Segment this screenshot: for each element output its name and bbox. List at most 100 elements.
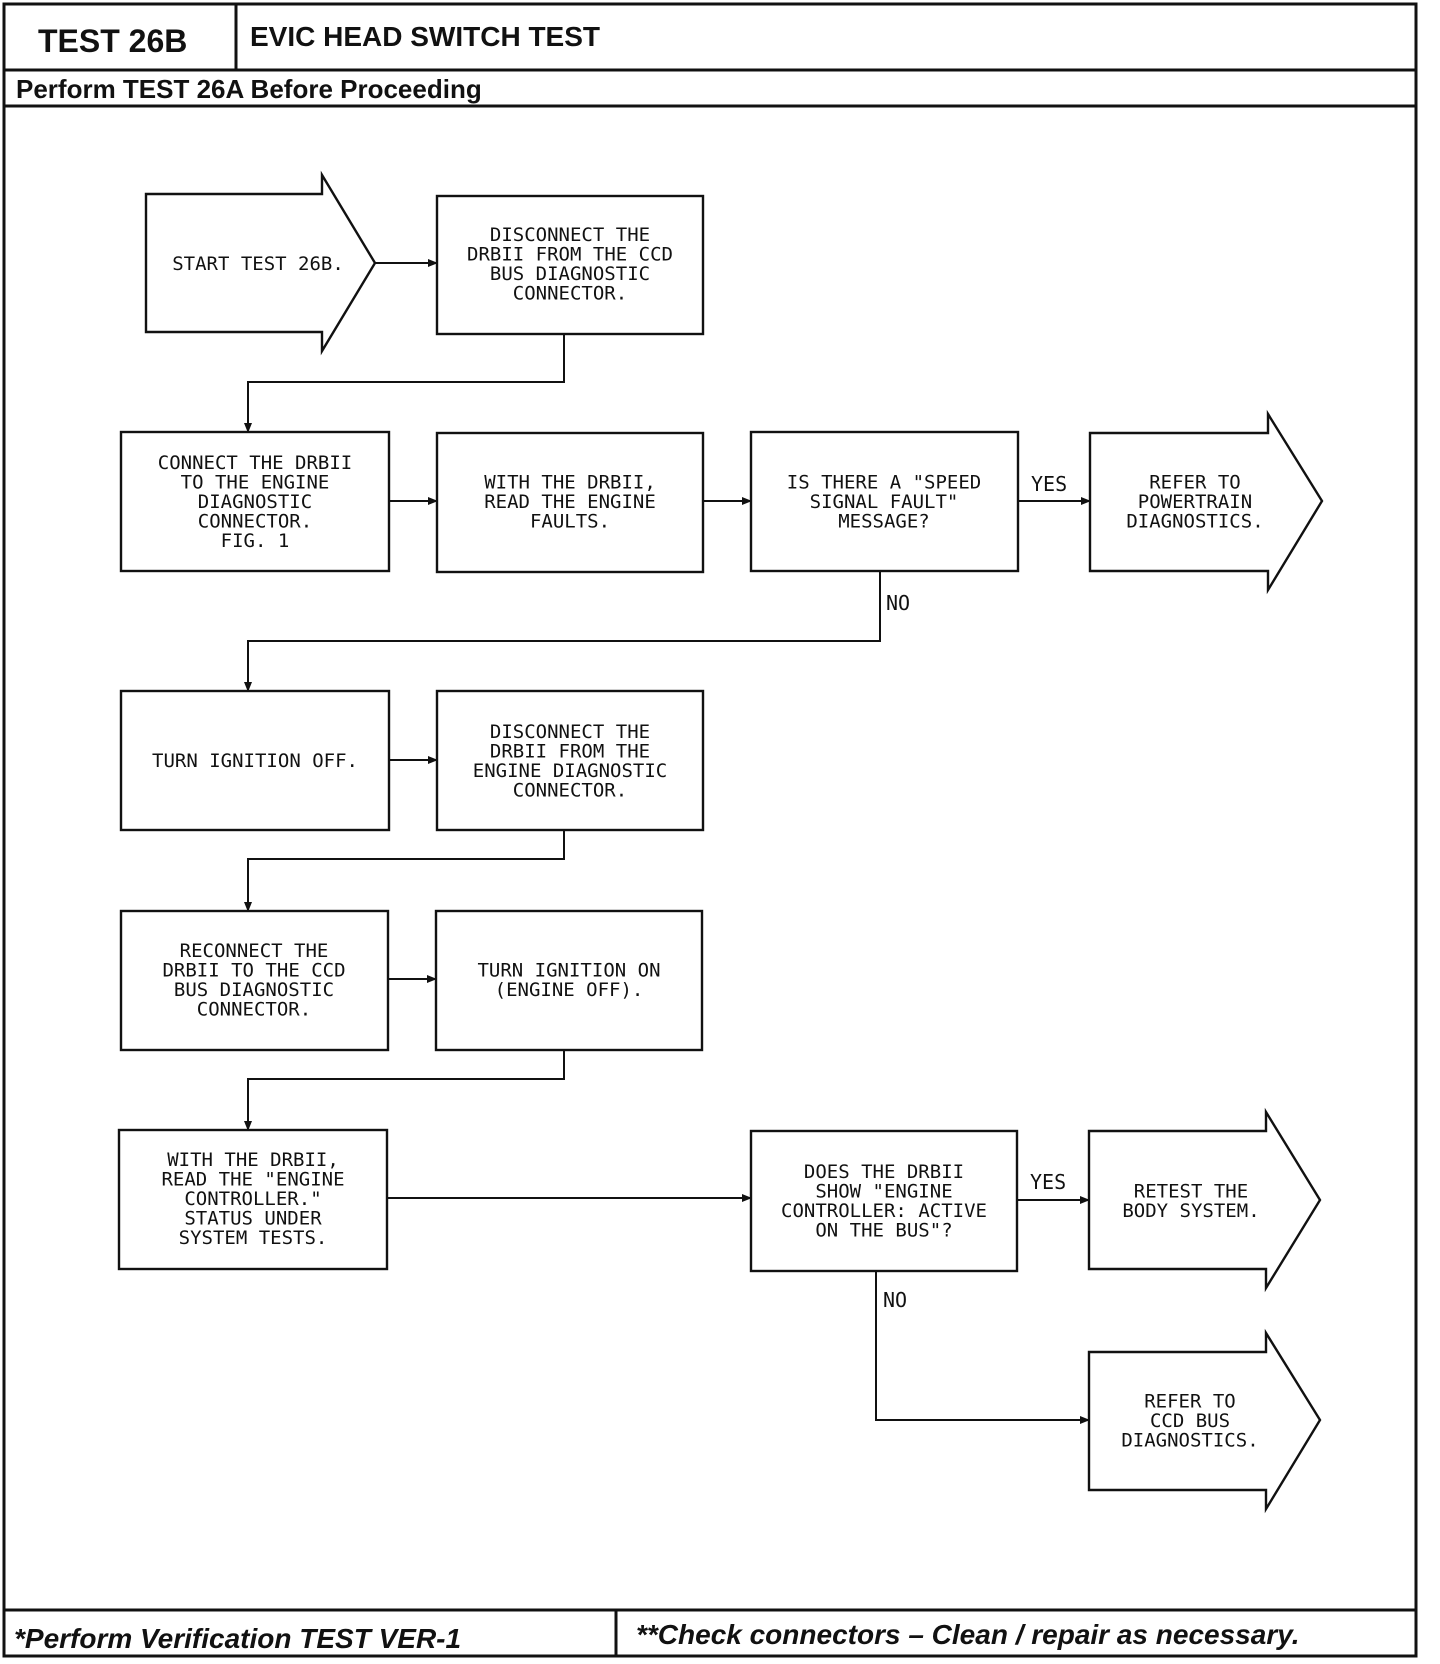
label-line: WITH THE DRBII, (167, 1149, 339, 1171)
label-line: BUS DIAGNOSTIC (174, 979, 334, 1001)
read-faults-box (435, 431, 705, 574)
ignition-on-step: TURN IGNITION ON(ENGINE OFF). (434, 909, 704, 1052)
start-node: START TEST 26B. (144, 170, 377, 356)
label-line: WITH THE DRBII, (484, 472, 656, 494)
label-line: DISCONNECT THE (490, 721, 650, 743)
powertrain-arrow-shape (1088, 409, 1324, 595)
label-line: POWERTRAIN (1138, 491, 1252, 513)
ignition-off-box (119, 689, 391, 832)
label-line: SIGNAL FAULT" (810, 491, 959, 513)
label-line: DRBII FROM THE (490, 740, 650, 762)
edge-disconnect-to-reconnect (244, 830, 565, 912)
label-line: REFER TO (1149, 472, 1241, 494)
yes-label-active-bus: YES (1030, 1170, 1066, 1194)
label-line: TO THE ENGINE (181, 472, 330, 494)
retest-arrow-shape (1087, 1107, 1322, 1293)
label-line: SYSTEM TESTS. (179, 1227, 328, 1249)
label-line: FIG. 1 (221, 530, 290, 552)
ignition-off-label: TURN IGNITION OFF. (152, 750, 358, 772)
label-line: TURN IGNITION ON (477, 959, 660, 981)
label-line: START TEST 26B. (172, 253, 344, 275)
connect-engine-box (119, 430, 391, 573)
ignition-on-label: TURN IGNITION ON(ENGINE OFF). (477, 959, 660, 1001)
prerequisite-note: Perform TEST 26A Before Proceeding (16, 74, 482, 104)
label-line: TURN IGNITION OFF. (152, 750, 358, 772)
ccd-bus-arrow-shape (1087, 1328, 1322, 1514)
label-line: DRBII FROM THE CCD (467, 243, 673, 265)
no-label-speed-fault: NO (886, 591, 910, 615)
label-line: SHOW "ENGINE (815, 1180, 952, 1202)
reconnect-ccd-box (119, 909, 390, 1052)
label-line: RETEST THE (1134, 1180, 1248, 1202)
edge-active-no (875, 1271, 1090, 1424)
label-line: READ THE ENGINE (484, 491, 656, 513)
disconnect-engine-box (435, 689, 705, 832)
label-line: BODY SYSTEM. (1122, 1200, 1259, 1222)
label-line: CONNECTOR. (513, 282, 627, 304)
test-title: EVIC HEAD SWITCH TEST (250, 21, 600, 52)
connector-check-note: **Check connectors – Clean / repair as n… (636, 1619, 1300, 1650)
flow-edges (244, 259, 1091, 1424)
label-line: IS THERE A "SPEED (787, 472, 981, 494)
no-label-active-bus: NO (883, 1288, 907, 1312)
label-line: CONTROLLER." (184, 1188, 321, 1210)
start-arrow-shape (144, 170, 377, 356)
label-line: CONNECT THE DRBII (158, 452, 352, 474)
label-line: REFER TO (1144, 1391, 1236, 1413)
edge-question-no (244, 571, 881, 692)
ignition-off-step: TURN IGNITION OFF. (119, 689, 391, 832)
label-line: MESSAGE? (838, 511, 930, 533)
label-line: DIAGNOSTICS. (1121, 1430, 1258, 1452)
label-line: STATUS UNDER (184, 1208, 322, 1230)
label-line: DIAGNOSTIC (198, 491, 312, 513)
edge-ignition-on-to-read-status (244, 1050, 565, 1131)
label-line: CONTROLLER: ACTIVE (781, 1200, 987, 1222)
yes-label-speed-fault: YES (1031, 472, 1067, 496)
read-status-box (117, 1128, 389, 1271)
label-line: CONNECTOR. (513, 779, 627, 801)
label-line: ENGINE DIAGNOSTIC (473, 760, 667, 782)
active-bus-question-box (749, 1129, 1019, 1273)
label-line: READ THE "ENGINE (161, 1169, 344, 1191)
label-line: DOES THE DRBII (804, 1161, 964, 1183)
edge-disconnect-to-connect (244, 334, 565, 433)
label-line: RECONNECT THE (180, 940, 329, 962)
label-line: CONNECTOR. (197, 998, 311, 1020)
label-line: BUS DIAGNOSTIC (490, 263, 650, 285)
label-line: DIAGNOSTICS. (1126, 511, 1263, 533)
ignition-on-box (434, 909, 704, 1052)
label-line: DISCONNECT THE (490, 224, 650, 246)
disconnect-ccd-box (435, 194, 705, 336)
verification-note: *Perform Verification TEST VER-1 (14, 1623, 461, 1654)
test-id: TEST 26B (38, 23, 187, 59)
label-line: FAULTS. (530, 511, 610, 533)
page-frame (2, 2, 1418, 1658)
label-line: DRBII TO THE CCD (162, 959, 345, 981)
speed-fault-question-box (749, 430, 1020, 573)
label-line: CONNECTOR. (198, 511, 312, 533)
start-label: START TEST 26B. (172, 253, 344, 275)
